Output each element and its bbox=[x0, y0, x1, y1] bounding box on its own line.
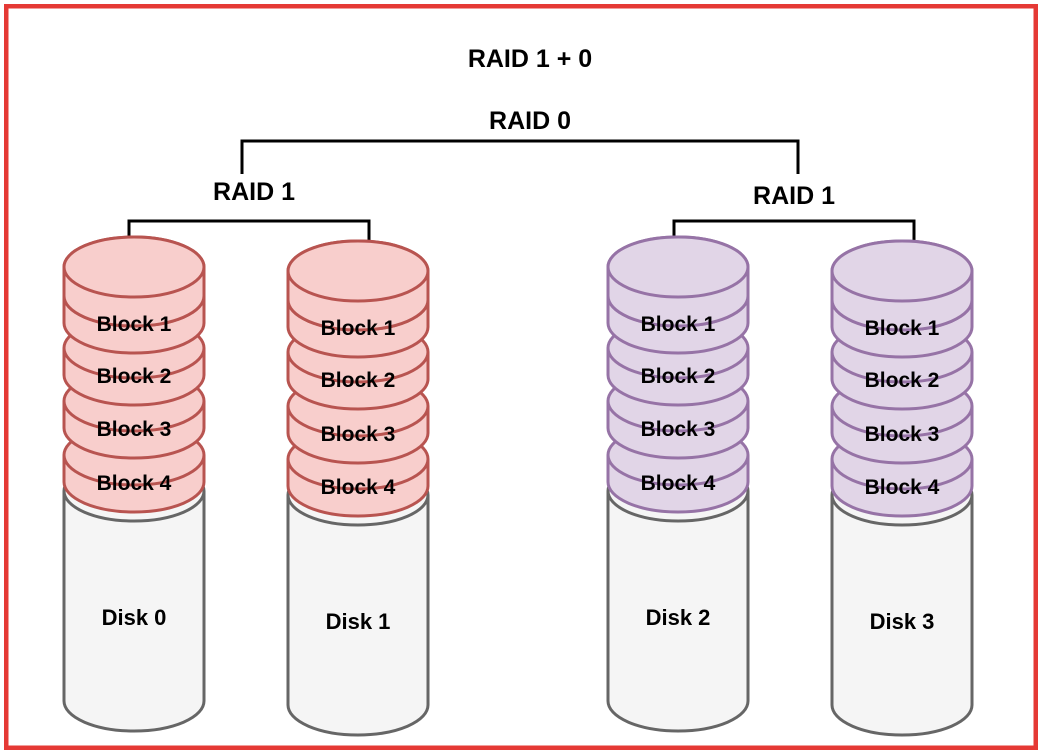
stack-cap bbox=[606, 235, 750, 328]
disk-column: Disk 2 Block 1 Block 2 Block 3 Block 4 bbox=[606, 235, 750, 733]
raid1-label-right: RAID 1 bbox=[753, 182, 835, 210]
block-label: Block 1 bbox=[321, 317, 396, 340]
disk-label: Disk 1 bbox=[326, 609, 391, 634]
block-label: Block 2 bbox=[641, 365, 716, 388]
block-label: Block 2 bbox=[97, 365, 172, 388]
block-label: Block 4 bbox=[97, 472, 172, 495]
disk-label: Disk 3 bbox=[870, 609, 935, 634]
block-label: Block 1 bbox=[865, 317, 940, 340]
disk-column: Disk 0 Block 1 Block 2 Block 3 Block 4 bbox=[62, 235, 206, 733]
disk-column: Disk 3 Block 1 Block 2 Block 3 Block 4 bbox=[830, 239, 974, 737]
block-label: Block 3 bbox=[321, 423, 396, 446]
block-label: Block 3 bbox=[641, 418, 716, 441]
raid0-bracket bbox=[240, 139, 800, 174]
disk-cylinder bbox=[286, 463, 430, 737]
diagram-title: RAID 1 + 0 bbox=[468, 45, 592, 73]
block-label: Block 1 bbox=[97, 313, 172, 336]
diagram-frame: RAID 1 + 0 RAID 0 RAID 1 RAID 1 Disk 0 Bl… bbox=[4, 4, 1038, 750]
raid0-label: RAID 0 bbox=[489, 107, 571, 135]
raid-diagram: RAID 1 + 0 RAID 0 RAID 1 RAID 1 Disk 0 Bl… bbox=[4, 4, 1038, 750]
stack-cap bbox=[286, 239, 430, 332]
block-label: Block 2 bbox=[865, 369, 940, 392]
disk-label: Disk 2 bbox=[646, 605, 711, 630]
block-label: Block 4 bbox=[641, 472, 716, 495]
block-label: Block 4 bbox=[865, 476, 940, 499]
diagram-border bbox=[4, 4, 1038, 750]
raid1-label-left: RAID 1 bbox=[213, 178, 295, 206]
block-label: Block 4 bbox=[321, 476, 396, 499]
stack-cap bbox=[830, 239, 974, 332]
stack-cap bbox=[62, 235, 206, 328]
disk-label: Disk 0 bbox=[102, 605, 167, 630]
block-label: Block 3 bbox=[865, 423, 940, 446]
block-label: Block 1 bbox=[641, 313, 716, 336]
block-label: Block 3 bbox=[97, 418, 172, 441]
block-label: Block 2 bbox=[321, 369, 396, 392]
disk-column: Disk 1 Block 1 Block 2 Block 3 Block 4 bbox=[286, 239, 430, 737]
